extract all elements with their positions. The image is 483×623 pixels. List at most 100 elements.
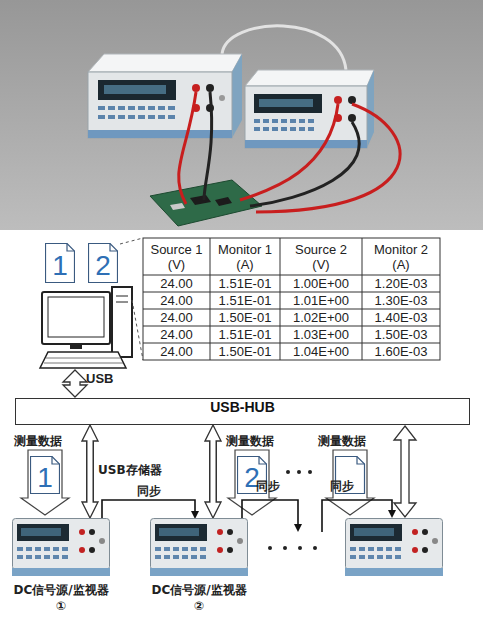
photo-backdrop xyxy=(0,0,483,230)
instrument-button xyxy=(182,555,188,559)
terminal xyxy=(217,547,223,553)
instrument-button xyxy=(164,555,170,559)
instrument-display xyxy=(17,524,69,541)
sync-line xyxy=(242,500,298,525)
instrument-button xyxy=(191,555,197,559)
table-rule xyxy=(143,292,440,293)
instrument-base xyxy=(12,568,110,576)
table-cell: 1.00E+00 xyxy=(280,275,362,292)
table-cell: 1.30E-03 xyxy=(362,292,440,309)
button-row xyxy=(98,106,175,119)
terminal xyxy=(227,547,233,553)
instrument-shape xyxy=(12,518,110,576)
display-glow xyxy=(21,528,61,536)
sync-label: 同步 xyxy=(256,478,296,495)
instrument-button xyxy=(62,547,68,551)
table-header: Monitor 1 (A) xyxy=(210,239,280,275)
instrument-photo xyxy=(245,70,374,148)
terminal xyxy=(192,84,200,92)
instrument-display xyxy=(155,524,207,541)
table-cell: 24.00 xyxy=(143,326,210,343)
data-label: 测量数据 xyxy=(14,433,78,450)
instrument-front xyxy=(245,86,367,148)
instrument-button xyxy=(155,547,161,551)
terminal xyxy=(79,529,85,535)
sync-line xyxy=(102,500,195,518)
terminal xyxy=(412,547,418,553)
instrument-button xyxy=(191,547,197,551)
instrument-button xyxy=(35,547,41,551)
document-icon: 1 xyxy=(45,243,75,283)
instrument-button xyxy=(155,555,161,559)
display-glow xyxy=(104,85,166,94)
table-rule xyxy=(143,343,440,344)
terminal xyxy=(348,114,356,122)
document-fold xyxy=(110,244,118,252)
button-row xyxy=(350,547,401,559)
document-icon: 1 xyxy=(30,456,60,494)
terminal xyxy=(89,547,95,553)
instrument-body xyxy=(13,519,110,570)
instrument-side xyxy=(367,70,374,148)
instrument-button xyxy=(173,547,179,551)
button-row xyxy=(254,119,314,131)
instrument-button xyxy=(173,555,179,559)
instrument-button xyxy=(26,547,32,551)
terminal xyxy=(89,529,95,535)
instrument-button xyxy=(35,555,41,559)
instrument-display xyxy=(254,94,322,113)
leader-line xyxy=(132,300,143,360)
instrument-button xyxy=(200,547,206,551)
instrument-button xyxy=(44,547,50,551)
table-rule xyxy=(362,238,363,360)
bus-arrow-fill xyxy=(211,437,216,506)
instrument-display xyxy=(350,524,402,541)
instrument-button xyxy=(26,555,32,559)
sync-head xyxy=(388,510,396,518)
table-cell: 24.00 xyxy=(143,309,210,326)
table-cell: 24.00 xyxy=(143,292,210,309)
table-header: Source 1 (V) xyxy=(143,239,210,275)
table-cell: 1.01E+00 xyxy=(280,292,362,309)
terminal xyxy=(79,547,85,553)
document-outline xyxy=(31,457,60,494)
edge-label: 同步 xyxy=(137,483,161,500)
ellipsis-dots xyxy=(268,546,317,550)
keyboard xyxy=(40,352,126,368)
sync-head xyxy=(294,524,302,532)
instrument-box: DC信号源/监视器 ② xyxy=(150,518,248,576)
table-cell: 1.50E-01 xyxy=(210,343,280,360)
bus-connector xyxy=(213,437,214,506)
instrument-base xyxy=(150,568,248,576)
terminal xyxy=(422,529,428,535)
document-icon: 2 xyxy=(88,243,118,283)
sync-connector xyxy=(102,500,195,518)
bus-connector xyxy=(90,437,91,506)
instrument-button xyxy=(44,555,50,559)
sync-label: 同步 xyxy=(330,478,370,495)
instrument-label: DC信号源/监视器 ② xyxy=(147,582,251,614)
instrument-base xyxy=(345,568,443,576)
terminal xyxy=(227,529,233,535)
display-glow xyxy=(159,528,199,536)
product-photo xyxy=(0,0,483,230)
terminal xyxy=(99,538,105,544)
table-rule xyxy=(143,275,440,276)
screen xyxy=(48,297,104,337)
instrument-display xyxy=(98,80,176,100)
table-cell: 24.00 xyxy=(143,275,210,292)
table-rule xyxy=(143,326,440,327)
computer-icon xyxy=(40,287,132,368)
instrument-side xyxy=(232,54,242,138)
tower xyxy=(112,287,132,357)
instrument-button xyxy=(182,547,188,551)
table-cell: 1.03E+00 xyxy=(280,326,362,343)
table-cell: 1.50E-01 xyxy=(210,309,280,326)
data-label: 测量数据 xyxy=(318,433,382,450)
chip xyxy=(190,195,211,205)
monitor-stand xyxy=(70,344,82,349)
instrument-box: DC信号源/监视器 ① xyxy=(12,518,110,576)
key-row xyxy=(46,358,120,359)
instrument-body xyxy=(346,519,443,570)
black-lead xyxy=(204,92,212,200)
